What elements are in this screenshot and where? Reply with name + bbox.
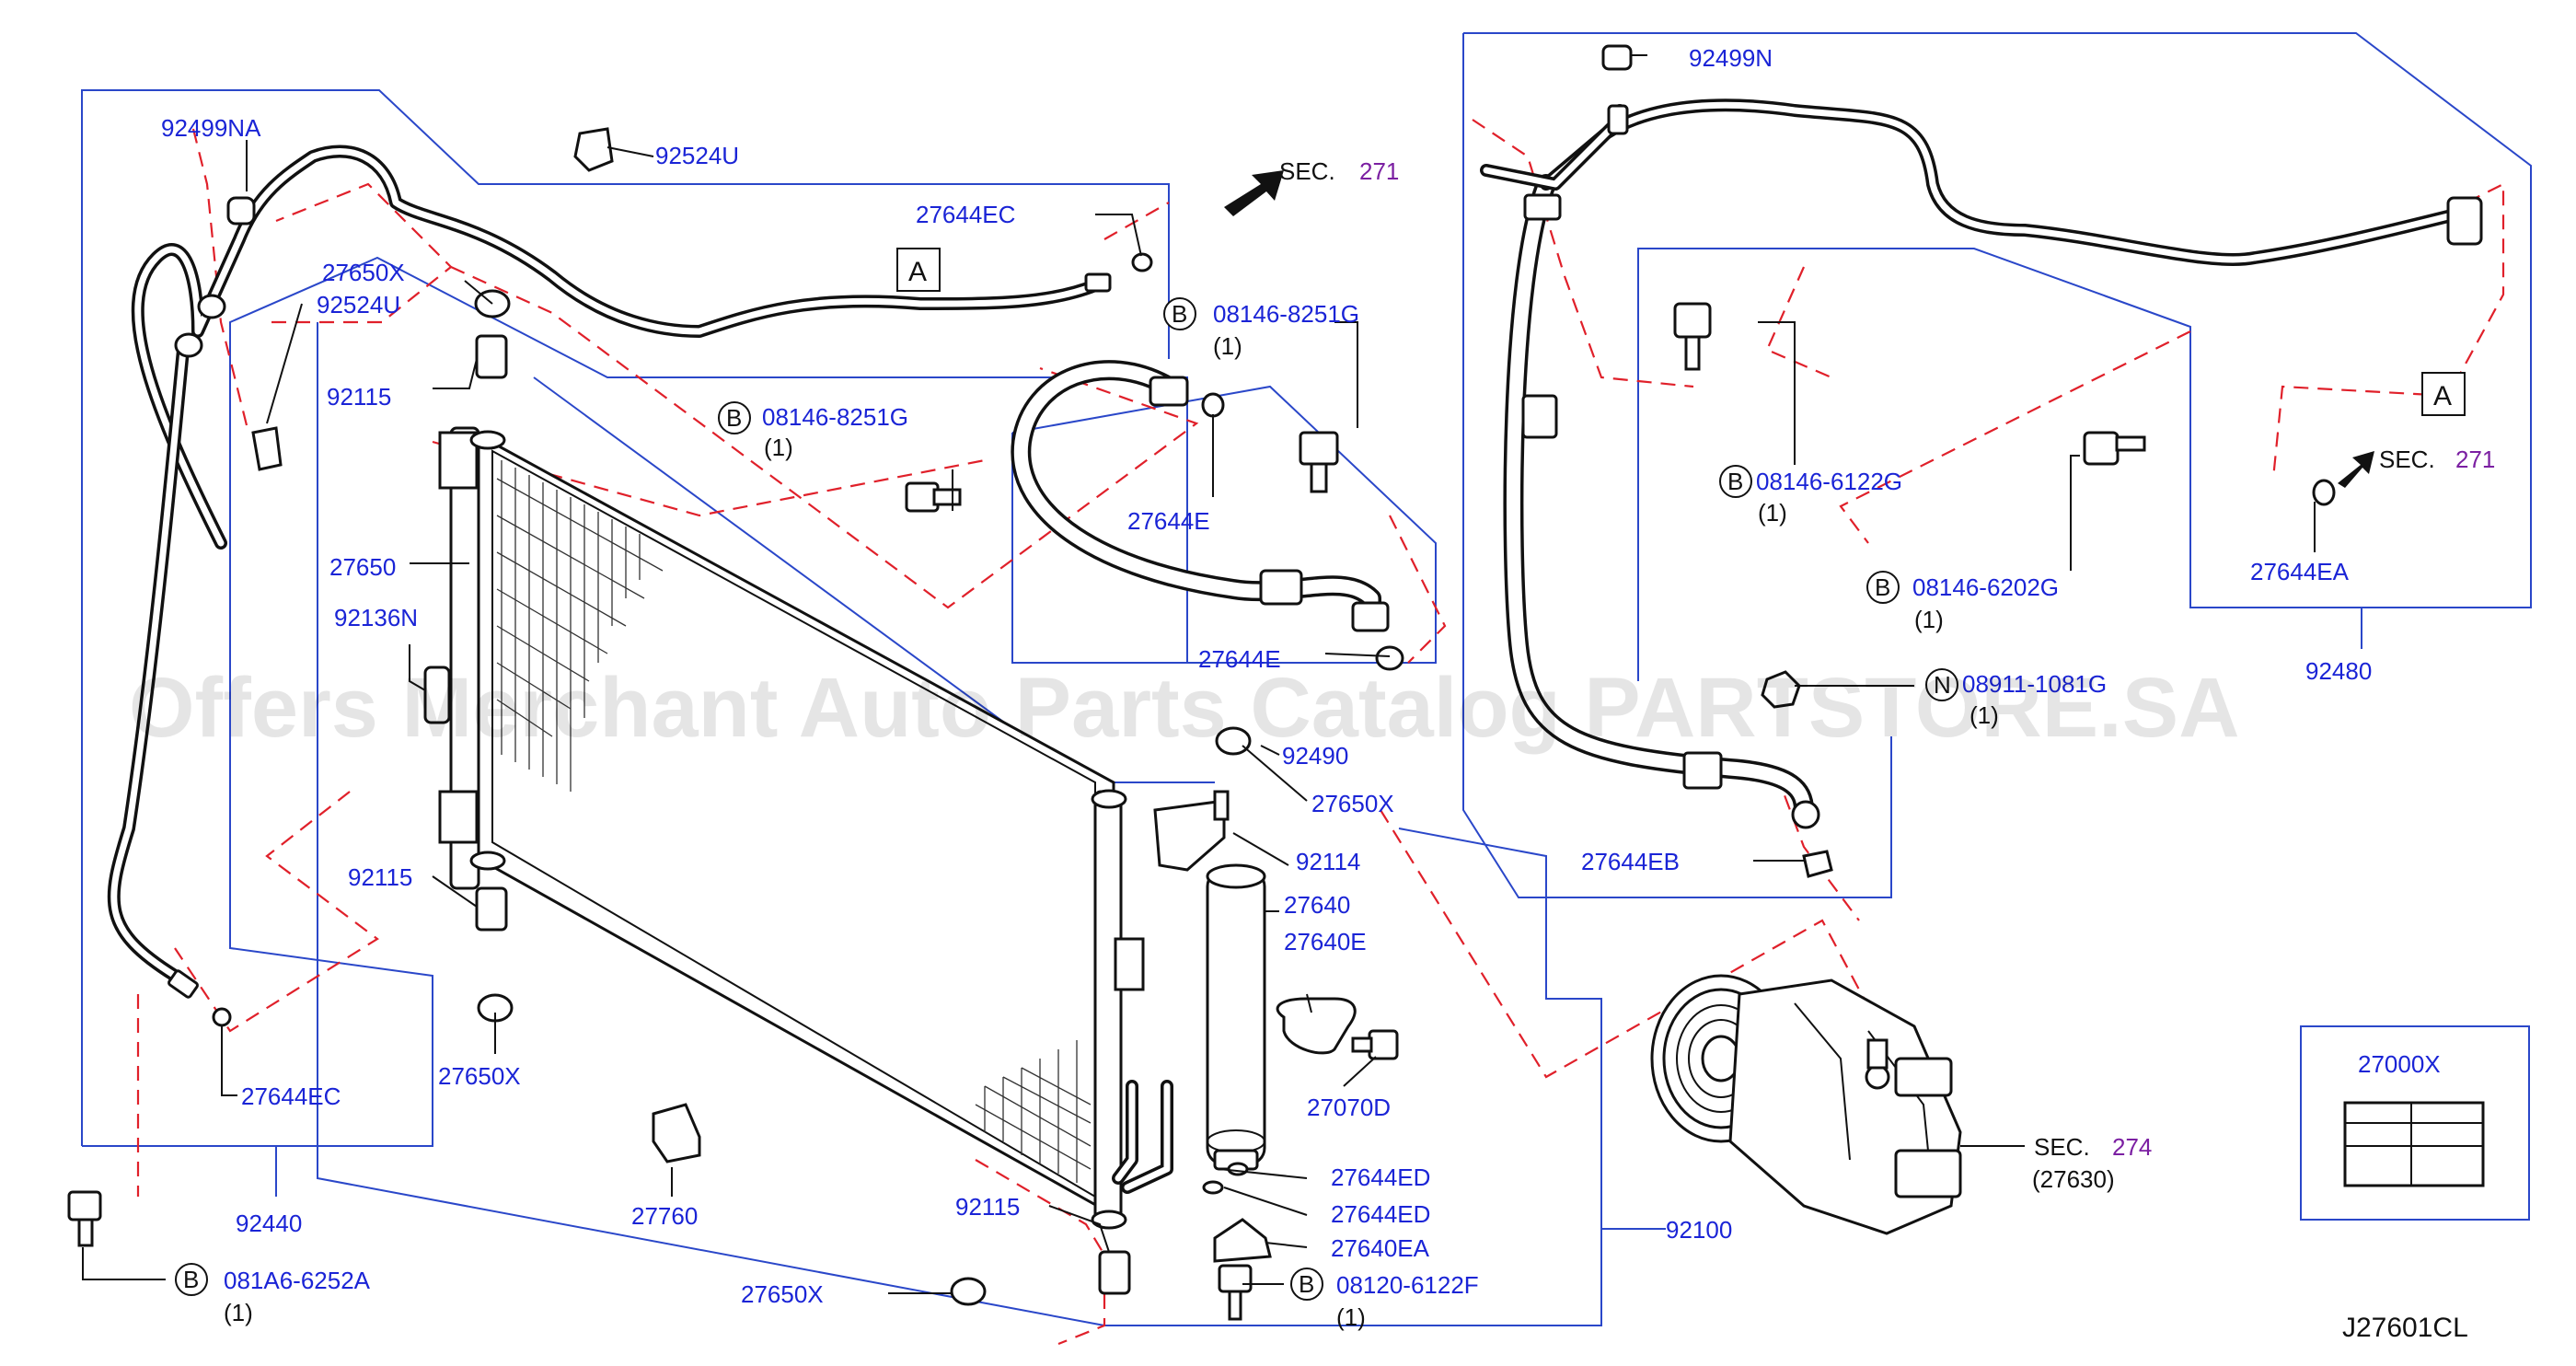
compressor-27630 (1650, 974, 1962, 1235)
qty-08911-1081G: (1) (1970, 701, 1999, 729)
diagram-code: J27601CL (2342, 1313, 2468, 1343)
receiver-drier-27640 (1153, 790, 1357, 1263)
label-27644EC-low: 27644EC (241, 1082, 341, 1110)
leader-lines (82, 54, 2316, 1294)
label-92524U-left: 92524U (317, 291, 400, 318)
label-08146-6202G: 08146-6202G (1912, 573, 2059, 601)
bolt-081A6-6252A (67, 1190, 102, 1247)
label-92115-mid: 92115 (348, 863, 412, 891)
marker-b-2: B (726, 404, 742, 432)
hardware (67, 44, 2485, 1321)
hose-27644E-assembly (1011, 360, 1390, 632)
label-27650: 27650 (329, 553, 396, 581)
bolt-08120-6122F (1218, 1264, 1253, 1321)
label-27000X-frame (2300, 1025, 2530, 1221)
label-92114: 92114 (1296, 848, 1360, 875)
label-08146-8251G-a: 08146-8251G (1213, 300, 1359, 328)
nut-08911-1081G (1761, 670, 1801, 709)
marker-b-6: B (1299, 1270, 1314, 1298)
section-arrows (1224, 170, 2374, 488)
label-27644EA: 27644EA (2250, 558, 2350, 585)
condenser-27650 (438, 426, 1173, 1230)
part-labels: 92499NA 92524U 27644EC 27650X 92524U 921… (161, 44, 2441, 1331)
label-27650X-bot: 27650X (741, 1280, 824, 1308)
label-27640EA: 27640EA (1331, 1234, 1430, 1262)
sec-prefix-3: SEC. (2034, 1133, 2090, 1161)
label-92115-top: 92115 (327, 383, 391, 411)
qty-08146-6202G: (1) (1914, 606, 1944, 633)
label-08911-1081G: 08911-1081G (1962, 670, 2107, 698)
label-081A6-6252A: 081A6-6252A (224, 1267, 371, 1294)
label-92480: 92480 (2305, 657, 2372, 685)
label-92440: 92440 (236, 1210, 302, 1237)
sec-prefix-1: SEC. (1279, 157, 1335, 185)
marker-b-4: B (1875, 573, 1890, 601)
watermark: Offers Merchant Auto Parts Catalog PARTS… (129, 661, 2240, 755)
fastener-type-markers: B B B B N B B (175, 297, 1958, 1301)
label-27644EC-top: 27644EC (916, 201, 1015, 228)
label-27640: 27640 (1284, 891, 1350, 919)
label-27070D: 27070D (1307, 1094, 1391, 1121)
bolt-27070D (1351, 1029, 1399, 1060)
label-27650X-low: 27650X (438, 1062, 521, 1090)
qty-081A6-6252A: (1) (224, 1299, 253, 1326)
label-92499NA: 92499NA (161, 114, 261, 142)
label-27640E: 27640E (1284, 928, 1367, 955)
label-27644ED-b: 27644ED (1331, 1200, 1430, 1228)
sec-number-3: 274 (2112, 1133, 2152, 1161)
label-27000X: 27000X (2358, 1050, 2441, 1078)
marker-b-3: B (1727, 468, 1743, 495)
label-27644EB: 27644EB (1581, 848, 1680, 875)
qty-08146-6122G: (1) (1758, 499, 1787, 527)
sec-sub-27630: (27630) (2032, 1165, 2115, 1193)
label-92490: 92490 (1282, 742, 1348, 770)
ref-marker-a1: A (908, 257, 927, 287)
bolt-08146-6202G (2083, 431, 2146, 466)
label-08146-8251G-b: 08146-8251G (762, 403, 908, 431)
label-92524U-top: 92524U (655, 142, 739, 169)
label-92100: 92100 (1666, 1216, 1732, 1244)
label-27644E-b: 27644E (1198, 645, 1281, 673)
label-27644E-a: 27644E (1127, 507, 1210, 535)
bolt-08146-8251G-a (1299, 431, 1339, 493)
label-27650X-mid: 27650X (1311, 790, 1394, 817)
ref-marker-box-a2 (2421, 372, 2466, 416)
label-92115-low: 92115 (955, 1193, 1020, 1221)
bolt-08146-6122G (1673, 302, 1712, 371)
sec-number-1: 271 (1359, 157, 1399, 185)
section-references: SEC. 271 SEC. 271 SEC. 274 (27630) (1279, 157, 2495, 1193)
reference-dashes (136, 119, 2505, 1346)
sec-prefix-2: SEC. (2379, 446, 2435, 473)
condenser-fins (496, 460, 1092, 1183)
qty-08146-8251G-b: (1) (764, 434, 793, 461)
label-27760: 27760 (631, 1202, 698, 1230)
marker-n-1: N (1934, 671, 1951, 699)
hose-92480 (1480, 98, 2483, 829)
sec-number-2: 271 (2455, 446, 2495, 473)
marker-b-5: B (183, 1266, 199, 1293)
ref-marker-a2: A (2433, 381, 2452, 411)
label-08146-6122G: 08146-6122G (1756, 468, 1902, 495)
marker-b-1: B (1172, 300, 1187, 328)
label-92499N: 92499N (1689, 44, 1773, 72)
ref-marker-box-a1 (896, 248, 941, 292)
qty-08120-6122F: (1) (1336, 1303, 1366, 1331)
label-92136N: 92136N (334, 604, 418, 631)
label-27650X-top: 27650X (322, 259, 405, 286)
label-08120-6122F: 08120-6122F (1336, 1271, 1479, 1299)
qty-08146-8251G-a: (1) (1213, 332, 1242, 360)
pipe-92440 (107, 145, 1112, 999)
label-27644ED-a: 27644ED (1331, 1163, 1430, 1191)
